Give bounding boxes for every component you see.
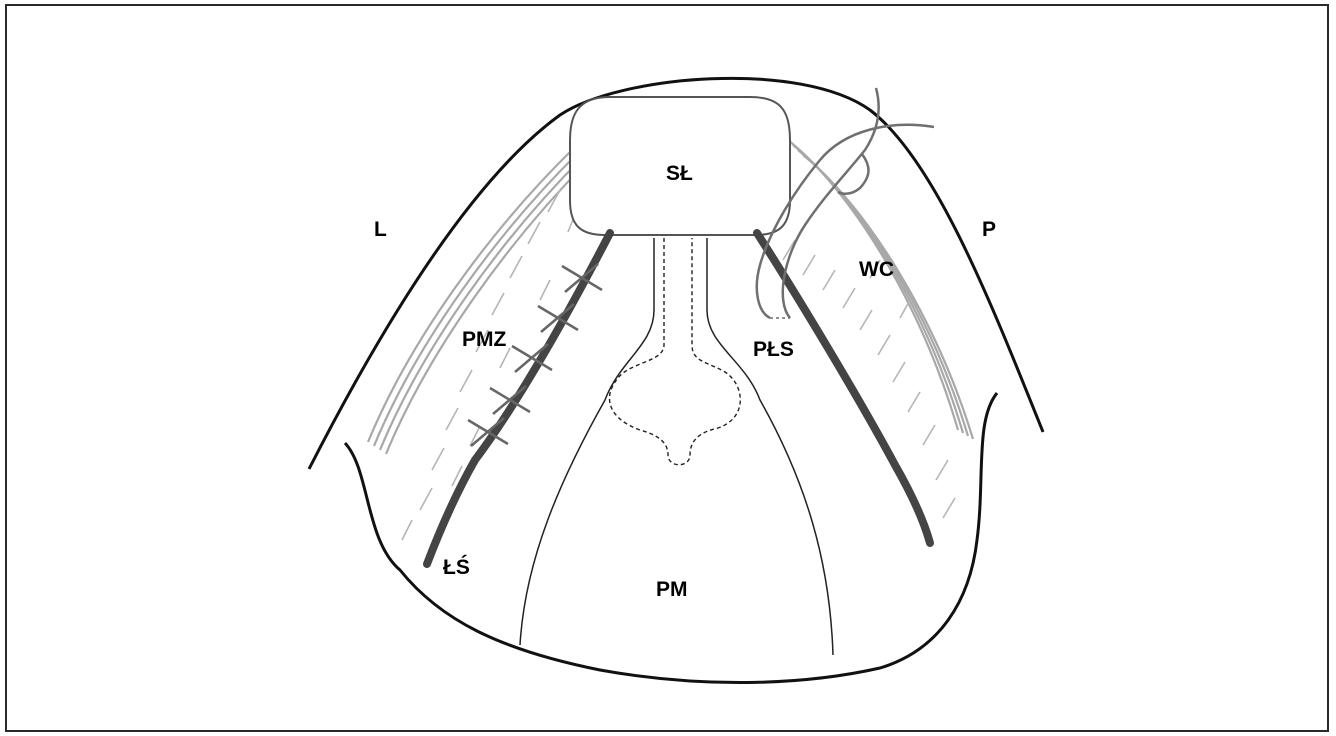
label-bottom-left: ŁŚ	[443, 555, 470, 579]
label-left-muscle: PMZ	[462, 328, 507, 351]
label-right-flap: PŁS	[753, 338, 794, 361]
label-central-box: SŁ	[666, 162, 693, 185]
label-left-side: L	[374, 218, 387, 241]
label-right-side: P	[982, 218, 996, 241]
right-hatching	[783, 240, 955, 518]
lower-contour	[345, 393, 997, 683]
label-bottom-center: PM	[656, 578, 688, 601]
left-thick-band	[427, 233, 610, 564]
right-fiber-bundle	[788, 140, 973, 439]
label-right-outer: WC	[859, 258, 894, 281]
left-fiber-bundle	[368, 147, 587, 454]
dashed-inner-structure	[609, 238, 740, 465]
